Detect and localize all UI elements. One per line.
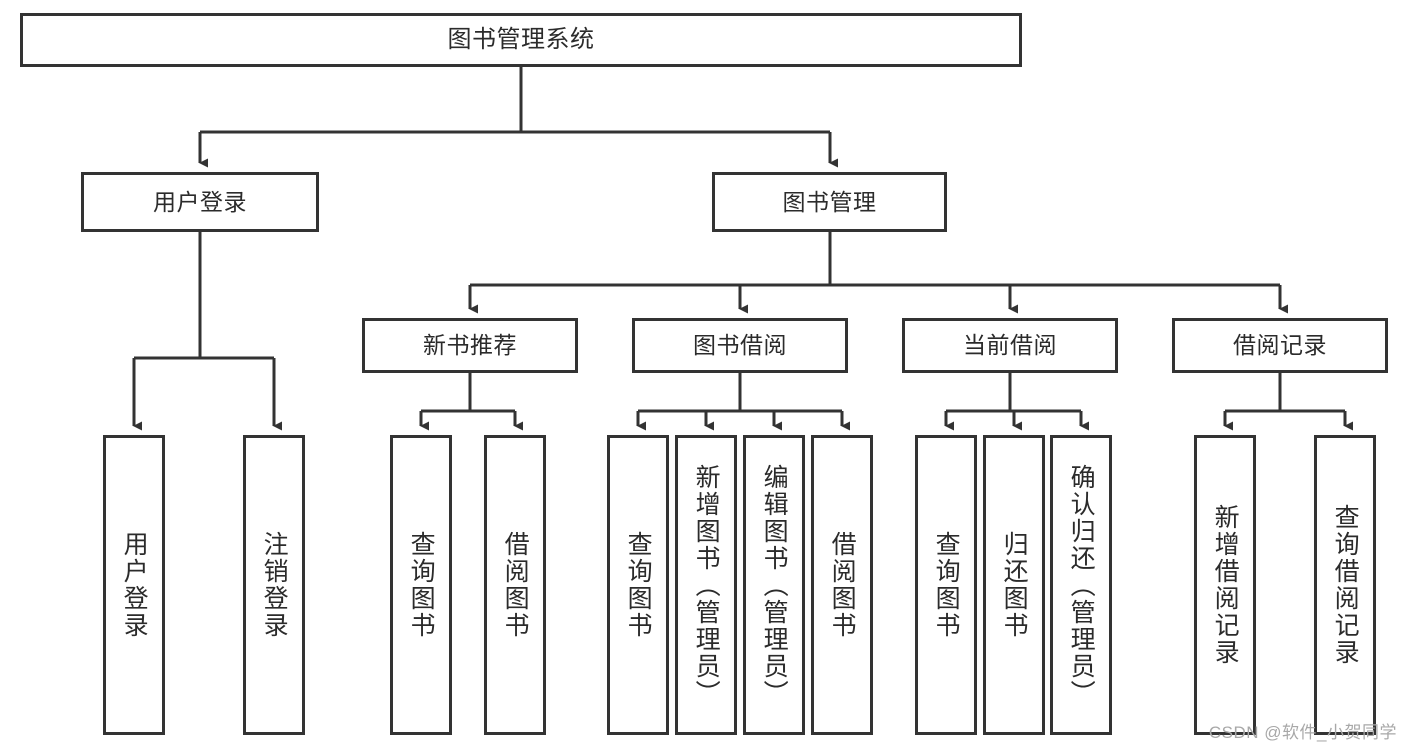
node-label-leaf-borrow-book-1: 借阅图书	[501, 531, 530, 639]
node-label-leaf-confirm-return: 确认归还（管理员）	[1067, 463, 1096, 707]
watermark-label: CSDN @软件_小贺同学	[1208, 723, 1397, 742]
node-label-leaf-add-book: 新增图书（管理员）	[692, 463, 721, 707]
node-label-current-borrow: 当前借阅	[963, 332, 1057, 359]
node-label-leaf-edit-book: 编辑图书（管理员）	[760, 463, 789, 707]
node-leaf-query-book-2[interactable]: 查询图书	[607, 435, 669, 735]
node-label-new-book-rec: 新书推荐	[423, 332, 517, 359]
node-leaf-edit-book[interactable]: 编辑图书（管理员）	[743, 435, 805, 735]
node-label-book-borrow: 图书借阅	[693, 332, 787, 359]
node-label-leaf-query-book-3: 查询图书	[932, 531, 961, 639]
node-leaf-borrow-book-1[interactable]: 借阅图书	[484, 435, 546, 735]
node-label-leaf-logout: 注销登录	[260, 531, 289, 639]
node-label-leaf-add-record: 新增借阅记录	[1211, 504, 1240, 666]
node-leaf-query-book-1[interactable]: 查询图书	[390, 435, 452, 735]
node-label-leaf-user-login: 用户登录	[120, 531, 149, 639]
node-label-user-login: 用户登录	[153, 188, 247, 215]
node-leaf-logout[interactable]: 注销登录	[243, 435, 305, 735]
node-label-leaf-query-record: 查询借阅记录	[1331, 504, 1360, 666]
node-user-login[interactable]: 用户登录	[81, 172, 319, 232]
node-leaf-add-record[interactable]: 新增借阅记录	[1194, 435, 1256, 735]
node-label-book-manage: 图书管理	[782, 188, 877, 215]
node-label-root: 图书管理系统	[447, 26, 595, 54]
node-leaf-query-record[interactable]: 查询借阅记录	[1314, 435, 1376, 735]
node-leaf-add-book[interactable]: 新增图书（管理员）	[675, 435, 737, 735]
node-leaf-confirm-return[interactable]: 确认归还（管理员）	[1050, 435, 1112, 735]
node-book-borrow[interactable]: 图书借阅	[632, 318, 848, 373]
node-leaf-borrow-book-2[interactable]: 借阅图书	[811, 435, 873, 735]
node-label-leaf-query-book-1: 查询图书	[407, 531, 436, 639]
node-label-leaf-return-book: 归还图书	[1000, 531, 1029, 639]
node-leaf-return-book[interactable]: 归还图书	[983, 435, 1045, 735]
node-borrow-record[interactable]: 借阅记录	[1172, 318, 1388, 373]
node-leaf-query-book-3[interactable]: 查询图书	[915, 435, 977, 735]
node-root[interactable]: 图书管理系统	[20, 13, 1022, 67]
node-label-leaf-query-book-2: 查询图书	[624, 531, 653, 639]
node-current-borrow[interactable]: 当前借阅	[902, 318, 1118, 373]
node-new-book-rec[interactable]: 新书推荐	[362, 318, 578, 373]
node-book-manage[interactable]: 图书管理	[712, 172, 947, 232]
node-label-borrow-record: 借阅记录	[1233, 332, 1327, 359]
node-label-leaf-borrow-book-2: 借阅图书	[828, 531, 857, 639]
node-leaf-user-login[interactable]: 用户登录	[103, 435, 165, 735]
